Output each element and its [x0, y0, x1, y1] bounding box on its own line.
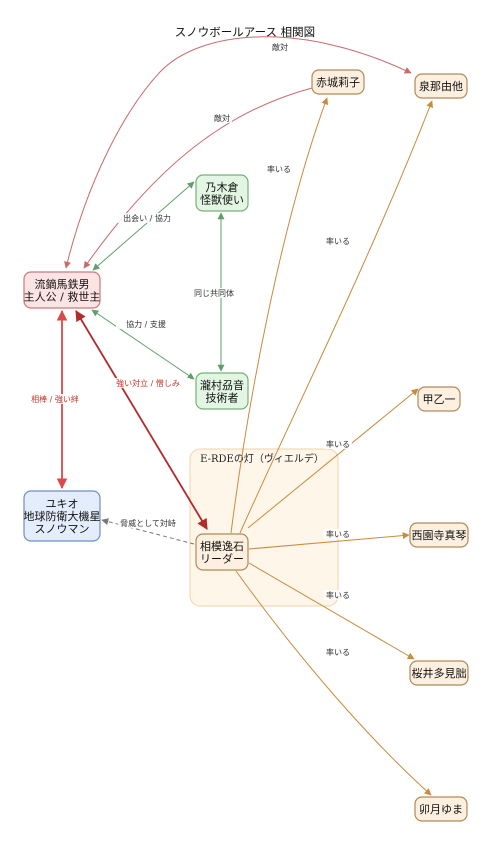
- sagami-izumi-label-bg: [324, 236, 352, 246]
- sagami-yuki-label-bg: [118, 518, 178, 528]
- sagami-saionji-label: 率いる: [326, 529, 350, 539]
- nogi-takimura-label-bg: [192, 288, 236, 298]
- sagami-uzuki-edge: [235, 570, 432, 796]
- node-saionji-box: [409, 522, 469, 548]
- edges-layer: [56, 36, 433, 796]
- node-saionji: 西園寺真琴: [409, 522, 469, 548]
- sagami-kouotsu-label-bg: [324, 439, 352, 449]
- node-saionji-line-0: 西園寺真琴: [412, 528, 467, 542]
- mitsuru-takimura-label-bg: [116, 319, 176, 329]
- nogi-takimura-label: 同じ共同体: [194, 288, 234, 298]
- sagami-izumi-edge: [239, 100, 433, 534]
- node-nogi-box: [195, 174, 249, 212]
- node-yuki-line-0: ユキオ: [46, 498, 79, 511]
- mitsuru-sagami-label-bg: [106, 378, 190, 388]
- akagi-mitsuru-label: 敵対: [214, 113, 230, 123]
- mitsuru-sagami-edge: [75, 310, 208, 530]
- node-mitsuru-line-0: 流鏑馬鉄男: [35, 277, 90, 291]
- node-mitsuru-box: [23, 271, 101, 309]
- izumi-mitsuru-label: 敵対: [272, 42, 288, 52]
- sagami-kouotsu-edge: [247, 388, 419, 529]
- node-sagami-line-0: 相模逸石: [200, 540, 244, 553]
- node-sakurai: 桜井多見朏: [409, 660, 469, 686]
- node-sakurai-box: [409, 660, 469, 686]
- sagami-kouotsu-label: 率いる: [326, 439, 350, 449]
- cluster-label: E-RDEの灯（ヴィエルデ）: [200, 452, 324, 465]
- mitsuru-yuki-label: 相棒 / 強い絆: [31, 394, 79, 404]
- node-takimura-box: [195, 372, 249, 410]
- node-sagami-line-1: リーダー: [200, 551, 244, 565]
- sagami-uzuki-label-bg: [324, 647, 352, 657]
- node-izumi-box: [414, 73, 468, 99]
- mitsuru-nogi-edge: [92, 181, 195, 271]
- sagami-sakurai-label-bg: [324, 590, 352, 600]
- node-akagi-box: [311, 69, 365, 95]
- node-akagi-line-0: 赤城莉子: [316, 76, 360, 89]
- node-izumi-line-0: 泉那由他: [419, 79, 463, 93]
- node-yuki-line-1: 地球防衛大機星: [24, 509, 101, 523]
- node-nogi-line-1: 怪獣使い: [200, 192, 244, 206]
- mitsuru-takimura-label: 協力 / 支援: [126, 319, 166, 329]
- node-izumi: 泉那由他: [414, 73, 468, 99]
- sagami-sakurai-edge: [248, 562, 415, 660]
- sagami-saionji-label-bg: [324, 529, 352, 539]
- mitsuru-yuki-label-bg: [21, 394, 89, 404]
- sagami-yuki-edge: [101, 518, 195, 545]
- node-uzuki-line-0: 卯月ゆま: [419, 803, 463, 816]
- node-takimura-line-0: 瀧村刕音: [200, 378, 244, 392]
- sagami-uzuki-label: 率いる: [326, 647, 350, 657]
- node-sakurai-line-0: 桜井多見朏: [412, 666, 467, 680]
- akagi-mitsuru-label-bg: [212, 113, 232, 123]
- node-akagi: 赤城莉子: [311, 69, 365, 95]
- node-yuki-box: [23, 490, 101, 542]
- izumi-mitsuru-label-bg: [270, 42, 290, 52]
- node-kouotsu-box: [417, 386, 461, 412]
- node-takimura-line-1: 技術者: [206, 391, 239, 404]
- node-mitsuru-line-1: 主人公 / 救世主: [24, 289, 101, 303]
- izumi-mitsuru-edge: [64, 36, 412, 269]
- diagram-title: スノウボールアース 相関図: [175, 25, 315, 39]
- sagami-sakurai-label: 率いる: [326, 590, 350, 600]
- node-kouotsu-line-0: 甲乙一: [423, 393, 456, 406]
- node-nogi-line-0: 乃木倉: [206, 180, 239, 194]
- sagami-akagi-label-bg: [265, 164, 293, 174]
- mitsuru-nogi-label: 出会い / 協力: [123, 213, 171, 223]
- sagami-izumi-label: 率いる: [326, 236, 350, 246]
- node-uzuki: 卯月ゆま: [414, 796, 468, 822]
- sagami-akagi-label: 率いる: [267, 164, 291, 174]
- node-yuki-line-2: スノウマン: [35, 523, 90, 536]
- node-kouotsu: 甲乙一: [417, 386, 461, 412]
- mitsuru-sagami-label: 強い対立 / 憎しみ: [116, 378, 180, 388]
- sagami-akagi-edge: [230, 97, 329, 534]
- mitsuru-nogi-label-bg: [113, 213, 181, 223]
- sagami-yuki-label: 脅威として対峙: [120, 518, 176, 528]
- node-uzuki-box: [414, 796, 468, 822]
- sagami-saionji-edge: [248, 532, 410, 550]
- node-sagami-box: [195, 533, 249, 571]
